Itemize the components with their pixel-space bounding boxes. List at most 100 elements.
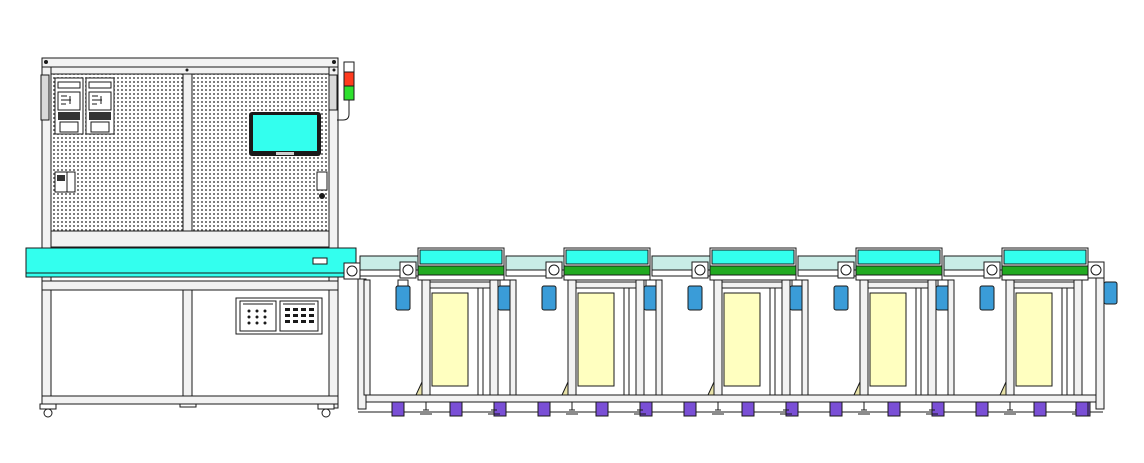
motor-icon: [979, 285, 995, 311]
station-bracket: [999, 381, 1007, 396]
station-panel: [869, 292, 907, 387]
cable-duct-right: [328, 74, 338, 111]
conveyor-module: [643, 247, 799, 417]
station-panel: [1015, 292, 1053, 387]
leveling-screw: [1004, 402, 1016, 415]
motor-flange: [645, 279, 657, 287]
leveling-foot: [741, 401, 755, 417]
connector-post: [363, 279, 371, 396]
station-top-bar: [867, 281, 929, 289]
drive-unit-2: [85, 77, 115, 135]
gearbox: [399, 261, 417, 279]
station-base: [563, 274, 651, 281]
lower-post-right: [328, 276, 339, 409]
station-belt: [1003, 249, 1087, 265]
gearbox: [545, 261, 563, 279]
tower-light-icon: [337, 61, 355, 121]
lower-top-rail: [41, 280, 339, 291]
station-roller: [709, 265, 797, 276]
motor-icon: [833, 285, 849, 311]
gearbox-shaft: [402, 264, 414, 276]
motor-flange: [937, 279, 949, 287]
leveling-screw: [712, 402, 724, 415]
conveyor-line: [343, 247, 1118, 417]
connector-post: [655, 279, 663, 396]
station-belt: [419, 249, 503, 265]
motor-flange: [791, 279, 803, 287]
station-base: [1001, 274, 1089, 281]
motor-icon: [541, 285, 557, 311]
leveling-screw: [858, 402, 870, 415]
station-panel: [723, 292, 761, 387]
station-roller: [1001, 265, 1089, 276]
station-top-bar: [575, 281, 637, 289]
station-bracket: [415, 381, 423, 396]
station-base: [417, 274, 505, 281]
station-panel: [431, 292, 469, 387]
leveling-foot: [449, 401, 463, 417]
station-post-left: [859, 279, 869, 396]
station-roller: [855, 265, 943, 276]
leveling-screw: [420, 402, 432, 415]
lower-post-left: [41, 276, 52, 409]
leveling-foot: [537, 401, 551, 417]
connector-post: [801, 279, 809, 396]
conveyor-module: [789, 247, 945, 417]
station-belt: [711, 249, 795, 265]
lower-bottom-rail: [41, 395, 339, 405]
motor-icon: [1103, 281, 1118, 305]
motor-flange: [397, 279, 409, 287]
pegboard-base-rail: [50, 230, 330, 248]
leveling-foot: [829, 401, 843, 417]
station-post-left: [421, 279, 431, 396]
station-post-left: [567, 279, 577, 396]
station-roller: [563, 265, 651, 276]
gearbox: [983, 261, 1001, 279]
station-roller: [417, 265, 505, 276]
motor-icon: [687, 285, 703, 311]
station-post-left: [713, 279, 723, 396]
leveling-screw: [566, 402, 578, 415]
station-post-right: [489, 279, 499, 396]
conveyor-module: [935, 247, 1091, 417]
leveling-screw: [780, 402, 792, 415]
conveyor-end-drive-left: [343, 262, 367, 410]
pegboard-top-rail: [50, 66, 330, 75]
leveling-screw: [488, 402, 500, 415]
station-post-left: [1005, 279, 1015, 396]
cabinet-worktable: [25, 247, 357, 278]
leveling-foot: [683, 401, 697, 417]
terminal-block: [54, 171, 76, 193]
station-base: [855, 274, 943, 281]
cable-duct-left: [40, 74, 50, 121]
leveling-foot: [1075, 401, 1089, 417]
station-top-bar: [1013, 281, 1075, 289]
station-top-bar: [429, 281, 491, 289]
station-post-right: [1073, 279, 1083, 396]
station-panel: [577, 292, 615, 387]
station-top-bar: [721, 281, 783, 289]
gearbox-shaft: [548, 264, 560, 276]
station-belt: [857, 249, 941, 265]
leveling-foot: [1033, 401, 1047, 417]
gearbox-shaft: [694, 264, 706, 276]
station-post-right: [781, 279, 791, 396]
connector-post: [509, 279, 517, 396]
gearbox-shaft: [840, 264, 852, 276]
caster-wheels: [39, 403, 335, 418]
gearbox: [837, 261, 855, 279]
station-bracket: [561, 381, 569, 396]
leveling-foot: [595, 401, 609, 417]
hmi-screen-icon: [249, 112, 321, 156]
leveling-foot: [391, 401, 405, 417]
station-inner-post: [915, 287, 922, 396]
cabinet-mid-post-upper: [182, 66, 193, 248]
lower-post-mid: [182, 286, 193, 399]
conveyor-module: [497, 247, 653, 417]
gearbox: [691, 261, 709, 279]
leveling-foot: [975, 401, 989, 417]
top-rail-bolts: [44, 60, 336, 72]
station-post-right: [927, 279, 937, 396]
conveyor-base-rail: [357, 394, 1104, 403]
